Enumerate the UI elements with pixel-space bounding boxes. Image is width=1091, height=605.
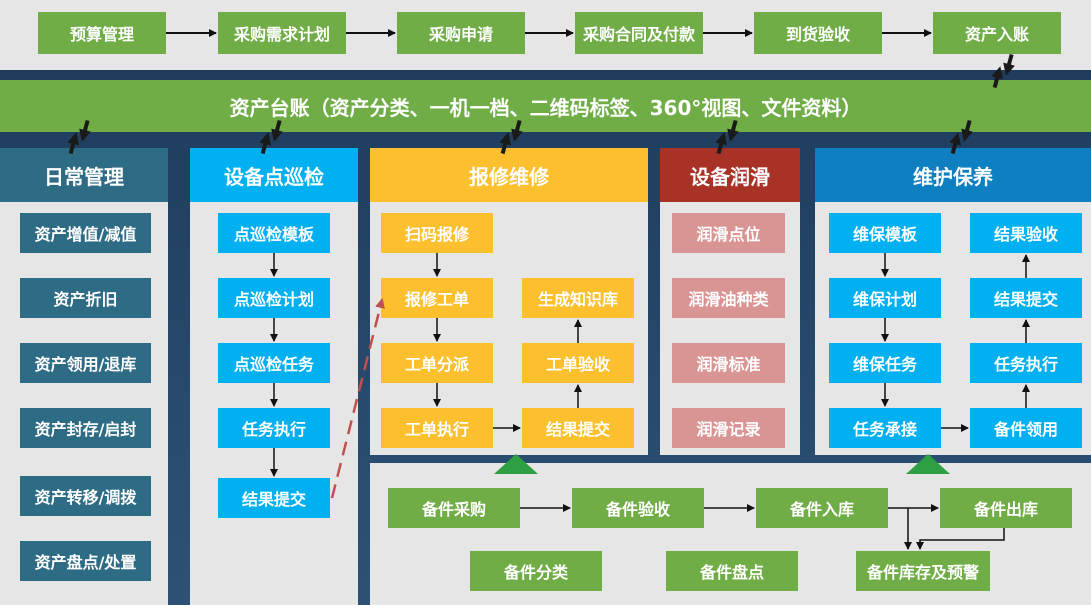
daily-item[interactable]: 资产转移/调拨: [20, 476, 151, 516]
top-step-purchase-request[interactable]: 采购申请: [397, 12, 525, 54]
lube-item[interactable]: 润滑记录: [672, 408, 785, 448]
top-step-asset-entry[interactable]: 资产入账: [933, 12, 1061, 54]
spare-item[interactable]: 备件入库: [756, 488, 888, 528]
spare-item[interactable]: 备件采购: [388, 488, 520, 528]
link-triangle-icon: [906, 454, 950, 474]
inspection-item[interactable]: 点巡检模板: [218, 213, 330, 253]
maint-item-left[interactable]: 维保模板: [829, 213, 941, 253]
maint-item-right[interactable]: 任务执行: [970, 343, 1082, 383]
inspection-item[interactable]: 结果提交: [218, 478, 330, 518]
repair-item-right[interactable]: 生成知识库: [522, 278, 634, 318]
top-step-arrival-acceptance[interactable]: 到货验收: [754, 12, 882, 54]
daily-item[interactable]: 资产盘点/处置: [20, 541, 151, 581]
inspection-header: 设备点巡检: [190, 148, 358, 202]
inspection-item[interactable]: 任务执行: [218, 408, 330, 448]
repair-item-left[interactable]: 工单分派: [381, 343, 493, 383]
flow-arrow: [916, 528, 1005, 550]
repair-item-left[interactable]: 工单执行: [381, 408, 493, 448]
daily-item[interactable]: 资产领用/退库: [20, 343, 151, 383]
link-triangle-icon: [494, 454, 538, 474]
asset-ledger-bar[interactable]: 资产台账（资产分类、一机一档、二维码标签、360°视图、文件资料）: [0, 80, 1091, 132]
maint-item-left[interactable]: 维保任务: [829, 343, 941, 383]
maint-header: 维护保养: [815, 148, 1091, 202]
lube-item[interactable]: 润滑标准: [672, 343, 785, 383]
spare-item[interactable]: 备件库存及预警: [856, 551, 990, 591]
spare-item[interactable]: 备件验收: [572, 488, 704, 528]
repair-item-left[interactable]: 报修工单: [381, 278, 493, 318]
maint-item-right[interactable]: 结果提交: [970, 278, 1082, 318]
bidirectional-arrow-icon: [67, 119, 91, 155]
bidirectional-arrow-icon: [715, 119, 739, 155]
repair-item-left[interactable]: 扫码报修: [381, 213, 493, 253]
bidirectional-arrow-icon: [259, 119, 283, 155]
spare-item[interactable]: 备件出库: [940, 488, 1072, 528]
top-step-contract-payment[interactable]: 采购合同及付款: [575, 12, 703, 54]
repair-header: 报修维修: [370, 148, 648, 202]
spare-item[interactable]: 备件分类: [470, 551, 602, 591]
daily-header: 日常管理: [0, 148, 168, 202]
daily-item[interactable]: 资产折旧: [20, 278, 151, 318]
inspection-item[interactable]: 点巡检计划: [218, 278, 330, 318]
repair-item-right[interactable]: 工单验收: [522, 343, 634, 383]
top-step-budget[interactable]: 预算管理: [38, 12, 166, 54]
maint-item-right[interactable]: 备件领用: [970, 408, 1082, 448]
maint-item-left[interactable]: 维保计划: [829, 278, 941, 318]
repair-item-right[interactable]: 结果提交: [522, 408, 634, 448]
spare-item[interactable]: 备件盘点: [666, 551, 798, 591]
daily-item[interactable]: 资产增值/减值: [20, 213, 151, 253]
top-step-demand-plan[interactable]: 采购需求计划: [218, 12, 346, 54]
daily-item[interactable]: 资产封存/启封: [20, 408, 151, 448]
lube-item[interactable]: 润滑点位: [672, 213, 785, 253]
maint-item-right[interactable]: 结果验收: [970, 213, 1082, 253]
dashed-link-arrow: [330, 298, 385, 499]
inspection-item[interactable]: 点巡检任务: [218, 343, 330, 383]
maint-item-left[interactable]: 任务承接: [829, 408, 941, 448]
bidirectional-arrow-icon: [991, 53, 1015, 89]
lube-item[interactable]: 润滑油种类: [672, 278, 785, 318]
lube-header: 设备润滑: [660, 148, 800, 202]
bidirectional-arrow-icon: [949, 119, 973, 155]
bidirectional-arrow-icon: [499, 119, 523, 155]
